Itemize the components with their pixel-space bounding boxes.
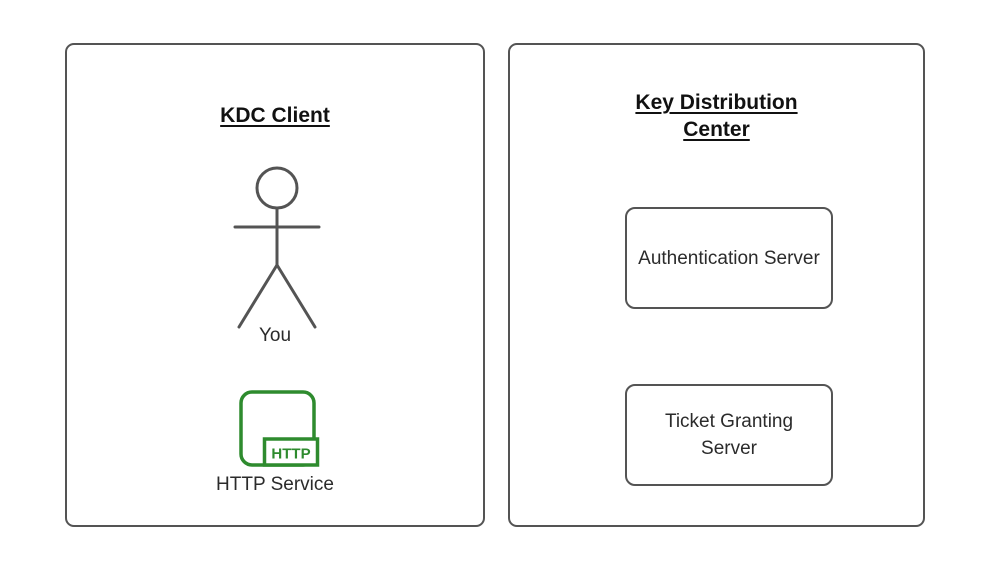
key-distribution-center-container: Key Distribution Center Authentication S…: [508, 43, 925, 527]
http-app-icon: HTTP: [239, 390, 320, 467]
ticket-granting-server-node: Ticket Granting Server: [625, 384, 833, 486]
authentication-server-node: Authentication Server: [625, 207, 833, 309]
http-service-label: HTTP Service: [216, 474, 334, 495]
authentication-server-label: Authentication Server: [638, 247, 820, 269]
ticket-granting-server-label: Ticket Granting Server: [664, 411, 794, 459]
kdc-client-container: KDC Client You HTTP HTTP Service: [65, 43, 485, 527]
http-badge-text: HTTP: [271, 446, 310, 463]
person-actor-icon: [233, 166, 321, 329]
kdc-client-title: KDC Client: [220, 104, 330, 127]
key-distribution-center-title: Key Distribution Center: [635, 91, 798, 141]
actor-label: You: [258, 325, 292, 346]
